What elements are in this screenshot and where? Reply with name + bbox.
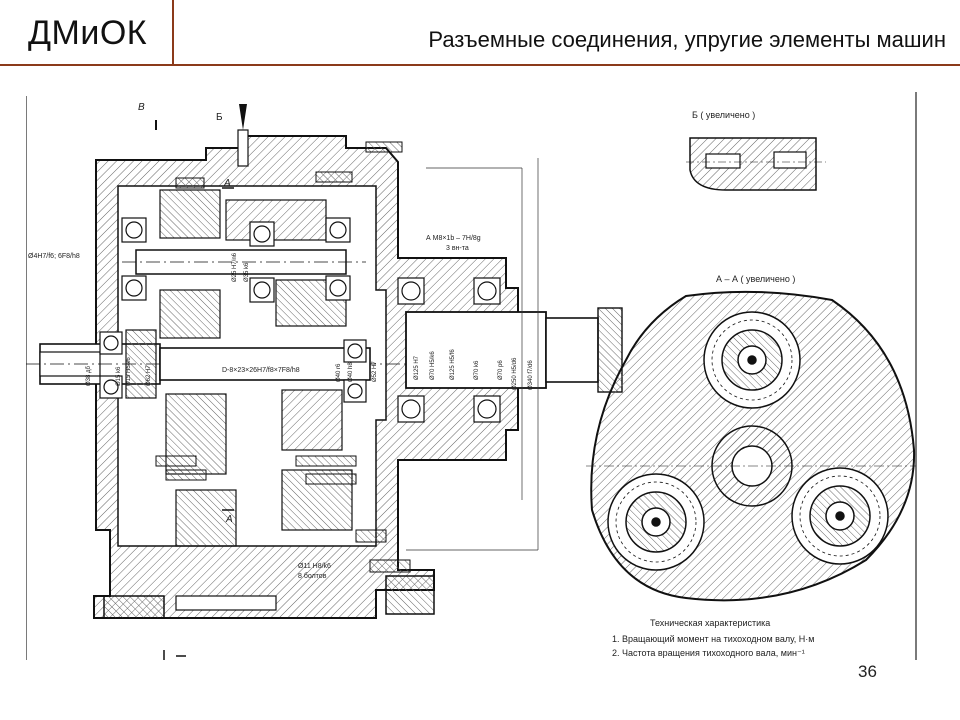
section-aa-view	[586, 290, 916, 602]
dim-right-5: Ø250 Н5/d6	[512, 357, 518, 390]
dim-left-2: Ø15 Н5/k6	[126, 357, 132, 386]
dim-mid-1: Ø35 k6	[244, 262, 250, 282]
spec-title: Техническая характеристика	[650, 618, 770, 628]
dim-left-fit: Ø4Н7/f6; 6F8/h8	[28, 253, 80, 260]
dim-spline: D-8×23×26Н7/f8×7F8/h8	[222, 367, 300, 374]
page-number: 36	[858, 662, 877, 681]
dim-right-4: Ø70 p6	[498, 360, 504, 380]
spec-line-1: 1. Вращающий момент на тихоходном валу, …	[612, 634, 814, 644]
dim-right-6: Ø340 f7/d6	[528, 360, 534, 390]
dim-mid-4: Ø52 Н7	[372, 361, 378, 382]
course-logo-text: ДМиОК	[28, 14, 148, 52]
dim-thread-count: 3 вн-та	[446, 245, 469, 252]
detail-b-title: Б ( увеличено )	[692, 110, 755, 120]
dim-bolts-count: 8 болтов	[298, 572, 327, 580]
slide-title: Разъемные соединения, упругие элементы м…	[428, 27, 946, 52]
dim-right-1: Ø70 Н5/k6	[430, 351, 436, 380]
detail-b-view	[686, 137, 826, 191]
dim-left-3: Ø62 Н7	[146, 365, 152, 386]
dim-mid-2: Ø40 r6	[336, 363, 342, 382]
dim-right-2: Ø125 Н5/f6	[450, 349, 456, 380]
label-detail-b: Б	[216, 112, 223, 123]
label-section-v: В	[138, 102, 145, 113]
dim-mid-0: Ø25 Н7/n6	[232, 252, 238, 282]
spec-line-2: 2. Частота вращения тихоходного вала, ми…	[612, 648, 805, 658]
dim-bolts: Ø11 Н8/k6	[298, 563, 331, 570]
dim-right-3: Ø70 k6	[474, 360, 480, 380]
label-section-a-bottom: А	[225, 514, 233, 525]
section-aa-title: А – А ( увеличено )	[716, 274, 795, 284]
engineering-drawing: В Б А А Ø4Н7/f6; 6F8/h8 А M8×1b – 7Н/8g …	[25, 90, 922, 664]
dim-thread: А M8×1b – 7Н/8g	[426, 235, 481, 242]
gearbox-section-view	[26, 104, 623, 660]
header-divider-vertical	[172, 0, 174, 66]
dim-left-1: Ø15 k6	[116, 366, 122, 386]
dim-left-0: Ø38 дб	[86, 365, 92, 386]
dim-right-0: Ø125 Н7	[414, 355, 420, 380]
label-section-a-top: А	[223, 178, 231, 189]
dim-mid-3: Ø40 h8	[348, 362, 354, 382]
header-divider-horizontal	[0, 64, 960, 66]
slide-header: ДМиОК Разъемные соединения, упругие элем…	[0, 0, 960, 66]
